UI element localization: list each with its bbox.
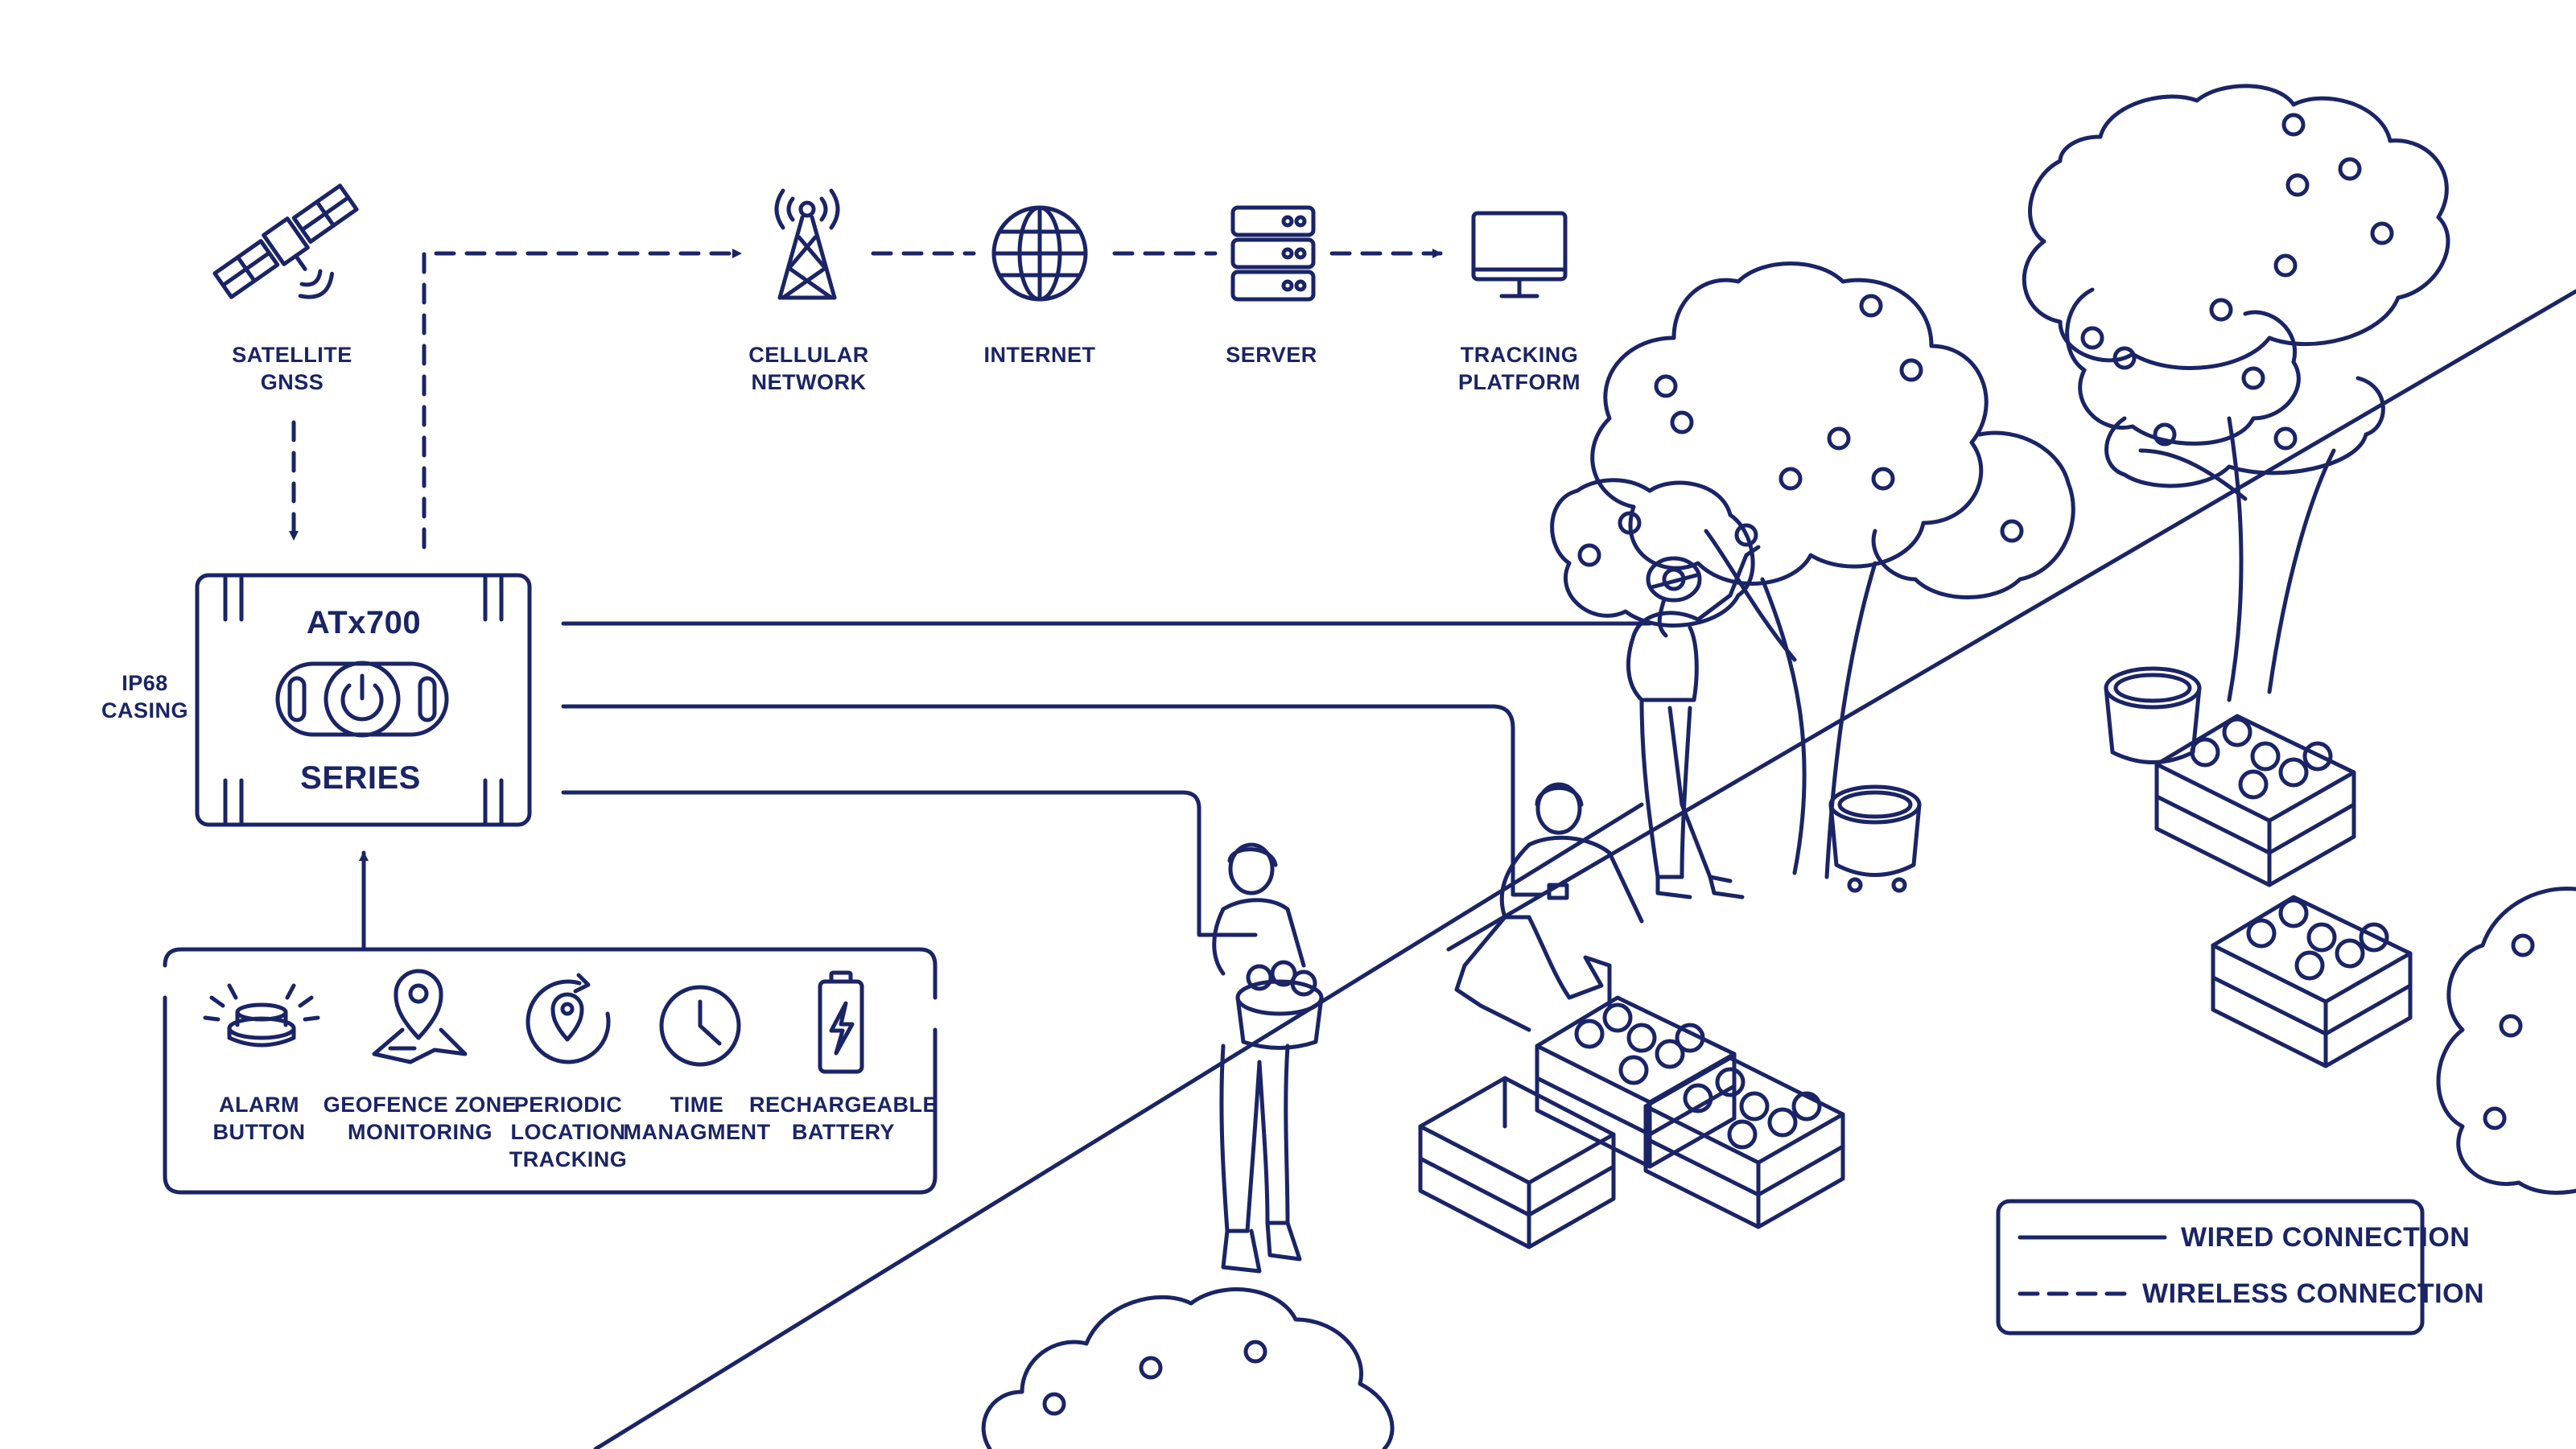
- server-label: SERVER: [1226, 343, 1317, 367]
- crate-full-right: [1643, 1056, 1845, 1229]
- apple-tree-center: [1550, 261, 2075, 879]
- globe-icon: [991, 205, 1088, 302]
- satellite-gnss-label: SATELLITE GNSS: [232, 343, 352, 394]
- device-name: ATx700: [306, 605, 422, 640]
- wire-to-standing-worker: [561, 790, 1258, 937]
- wireless-connections: [289, 249, 1443, 550]
- cell-tower-icon: [774, 188, 840, 300]
- wired-connections: [359, 621, 1652, 952]
- geofence-map-pin-icon: [372, 969, 468, 1064]
- device-to-cellular-link: [422, 249, 743, 550]
- ip68-casing-label: IP68 CASING: [101, 671, 189, 722]
- monitor-icon: [1471, 211, 1568, 298]
- legend-wireless-label: WIRELESS CONNECTION: [2142, 1278, 2485, 1309]
- orchard-path-edge-front: [593, 802, 1644, 1449]
- worker-with-basket: [1212, 842, 1324, 1274]
- periodic-location-icon: [526, 973, 611, 1064]
- internet-label: INTERNET: [983, 343, 1096, 367]
- feature-alarm-button-label: ALARM BUTTON: [212, 1093, 306, 1144]
- crate-right: [2211, 895, 2413, 1068]
- cellular-network-label: CELLULAR NETWORK: [748, 343, 869, 394]
- satellite-icon: [212, 183, 359, 299]
- server-icon: [1230, 205, 1316, 302]
- tracking-platform-label: TRACKING PLATFORM: [1458, 343, 1581, 394]
- feature-geofence-label: GEOFENCE ZONE MONITORING: [323, 1093, 517, 1144]
- alarm-button-icon: [203, 983, 320, 1048]
- crate-back-tree: [2154, 714, 2356, 887]
- battery-icon: [818, 970, 864, 1074]
- apple-tree-bottom: [981, 1287, 1395, 1449]
- bucket-back: [2104, 666, 2202, 764]
- legend-wired-label: WIRED CONNECTION: [2181, 1222, 2471, 1253]
- bucket-center: [1828, 784, 1922, 893]
- clock-icon: [659, 985, 741, 1067]
- legend-box: [1996, 1199, 2425, 1336]
- power-button-icon: [275, 661, 449, 738]
- orchard-path-edge-back: [1446, 289, 2576, 952]
- worker-kneeling: [1454, 782, 1644, 1032]
- feature-periodic-tracking-label: PERIODIC LOCATION TRACKING: [509, 1093, 628, 1171]
- feature-battery-label: RECHARGEABLE BATTERY: [748, 1093, 938, 1144]
- device-series-label: SERIES: [300, 760, 421, 796]
- feature-time-management-label: TIME MANAGMENT: [623, 1093, 771, 1144]
- apple-tree-edge-right: [2436, 886, 2576, 1195]
- features-panel: [163, 947, 938, 1195]
- device-box: [195, 573, 532, 827]
- apple-tree-back: [2022, 84, 2450, 702]
- crate-full-left: [1535, 995, 1737, 1169]
- wire-to-kneeling-worker: [561, 704, 1544, 897]
- worker-picking-apple: [1626, 545, 1761, 899]
- crate-empty: [1418, 1076, 1616, 1249]
